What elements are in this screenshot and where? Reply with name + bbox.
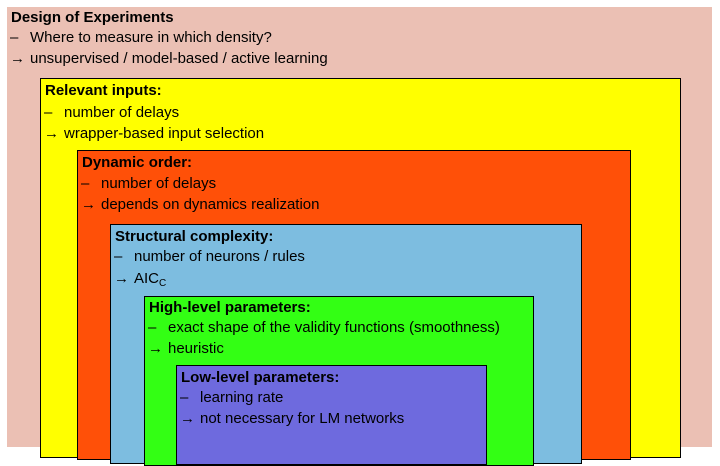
- level-question: –number of delays: [44, 104, 179, 121]
- level-question: –learning rate: [180, 389, 283, 406]
- question-text: number of neurons / rules: [134, 248, 305, 265]
- answer-text: depends on dynamics realization: [101, 196, 320, 213]
- question-text: exact shape of the validity functions (s…: [168, 319, 500, 336]
- level-answer: → heuristic: [148, 340, 224, 357]
- level-answer: → depends on dynamics realization: [81, 196, 319, 213]
- level-answer: → not necessary for LM networks: [180, 410, 404, 427]
- dash-icon: –: [10, 29, 19, 46]
- dash-icon: –: [114, 248, 123, 265]
- level-answer: → AICC: [114, 270, 166, 289]
- answer-text: not necessary for LM networks: [200, 410, 405, 427]
- arrow-icon: →: [114, 270, 129, 287]
- answer-text: unsupervised / model-based / active lear…: [30, 50, 328, 67]
- level-question: –number of neurons / rules: [114, 248, 305, 265]
- dash-icon: –: [180, 389, 189, 406]
- question-text: number of delays: [101, 175, 217, 192]
- level-question: –Where to measure in which density?: [10, 29, 272, 46]
- dash-icon: –: [81, 175, 90, 192]
- low-level-parameters-box: Low-level parameters: –learning rate → no…: [176, 365, 487, 465]
- level-title: Structural complexity:: [115, 228, 274, 245]
- answer-text: wrapper-based input selection: [64, 125, 265, 142]
- answer-subscript: C: [159, 278, 167, 289]
- answer-text: AIC: [134, 270, 160, 287]
- dash-icon: –: [148, 319, 157, 336]
- level-title: High-level parameters:: [149, 299, 311, 316]
- level-answer: → wrapper-based input selection: [44, 125, 264, 142]
- level-title: Design of Experiments: [11, 9, 174, 26]
- level-title: Relevant inputs:: [45, 82, 162, 99]
- answer-text: heuristic: [168, 340, 224, 357]
- question-text: learning rate: [200, 389, 284, 406]
- level-question: –number of delays: [81, 175, 216, 192]
- level-title: Low-level parameters:: [181, 369, 340, 386]
- arrow-icon: →: [180, 410, 195, 427]
- level-question: –exact shape of the validity functions (…: [148, 319, 500, 336]
- level-title: Dynamic order:: [82, 154, 193, 171]
- arrow-icon: →: [44, 125, 59, 142]
- question-text: Where to measure in which density?: [30, 29, 272, 46]
- question-text: number of delays: [64, 104, 180, 121]
- arrow-icon: →: [81, 196, 96, 213]
- dash-icon: –: [44, 104, 53, 121]
- arrow-icon: →: [10, 50, 25, 67]
- arrow-icon: →: [148, 340, 163, 357]
- level-answer: → unsupervised / model-based / active lea…: [10, 50, 328, 67]
